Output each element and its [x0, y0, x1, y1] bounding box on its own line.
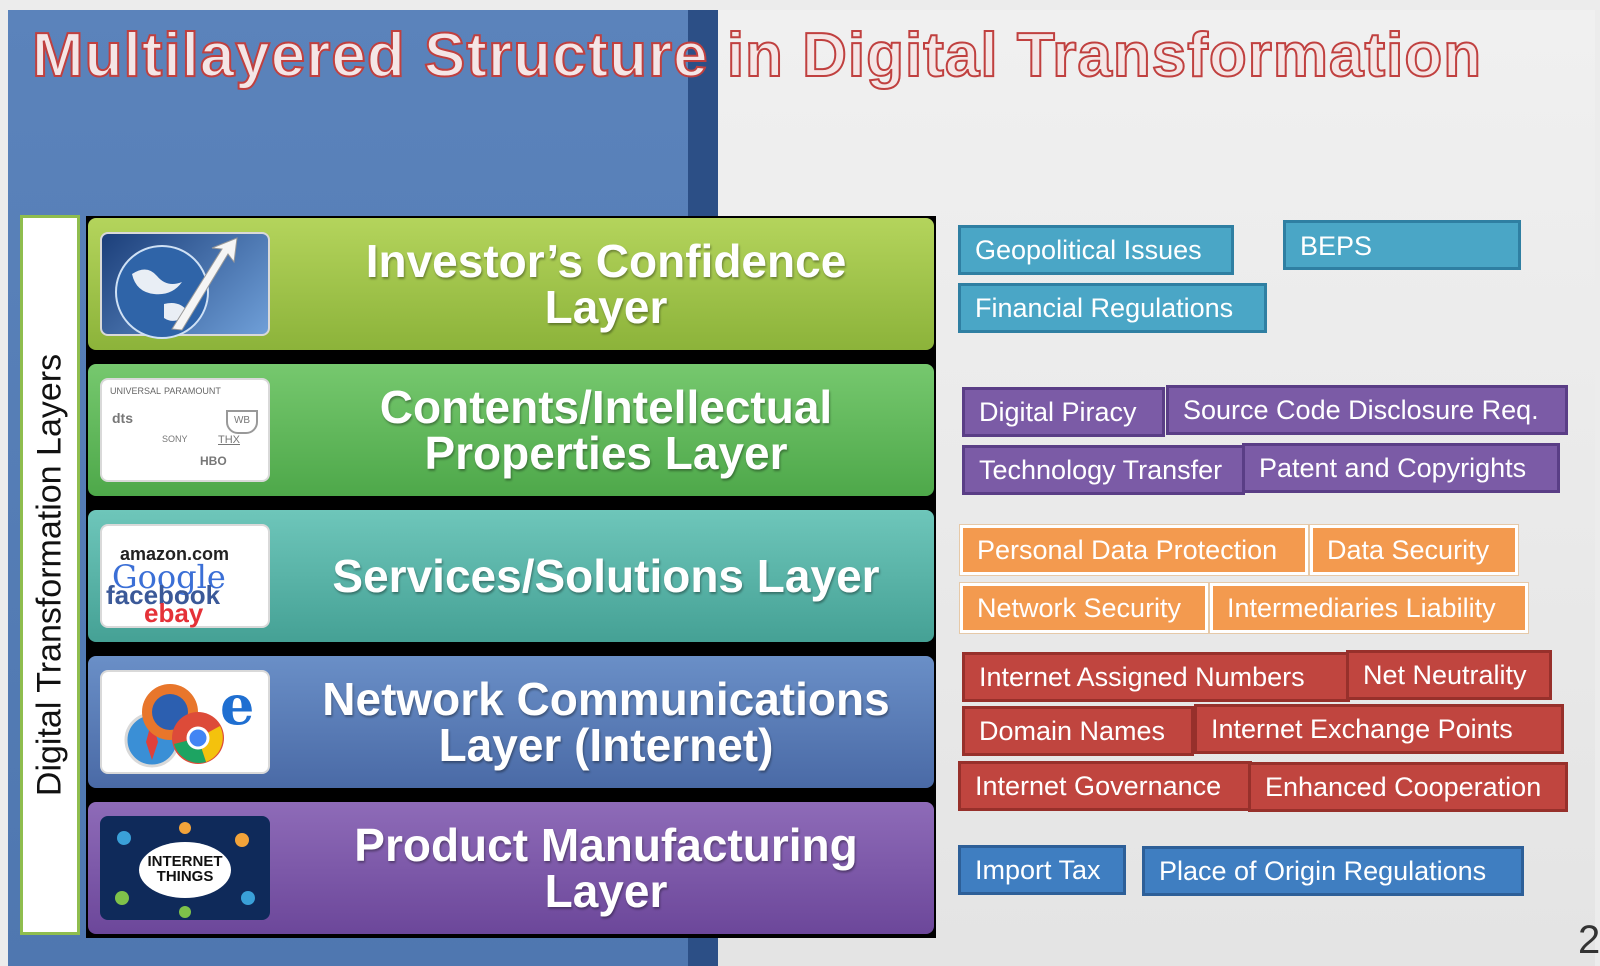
issue-tag: Digital Piracy [962, 387, 1165, 437]
layer-title: Services/Solutions Layer [332, 550, 880, 602]
issue-tag: Technology Transfer [962, 445, 1245, 495]
issue-tag: Intermediaries Liability [1210, 583, 1528, 633]
issue-tag: Place of Origin Regulations [1142, 846, 1524, 896]
issue-tag: Internet Exchange Points [1194, 704, 1564, 754]
issue-tag: Internet Governance [958, 761, 1252, 811]
issue-tag: Geopolitical Issues [958, 225, 1234, 275]
issue-tag: Personal Data Protection [960, 525, 1308, 575]
slide-title: Multilayered Structure in Digital Transf… [31, 20, 1483, 91]
browsers-icon: e [100, 670, 270, 774]
page-number: 2 [1578, 918, 1600, 962]
side-label: Digital Transformation Layers [30, 353, 69, 797]
issue-tag: Enhanced Cooperation [1248, 762, 1568, 812]
issue-tag: Data Security [1310, 525, 1518, 575]
globe-arrow-icon [100, 232, 270, 339]
issue-tag: Network Security [960, 583, 1208, 633]
issue-tag: Domain Names [962, 706, 1194, 756]
layer-services-solutions: amazon.com Google facebook ebay Services… [88, 510, 934, 642]
issue-tag: Net Neutrality [1346, 650, 1552, 700]
issue-tag: Source Code Disclosure Req. [1166, 385, 1568, 435]
issue-tag: Import Tax [958, 845, 1126, 895]
layer-contents-ip: UNIVERSAL PARAMOUNT dts SONY THX HBO WB … [88, 364, 934, 496]
issue-tag: Patent and Copyrights [1242, 443, 1560, 493]
issue-tag: Financial Regulations [958, 283, 1267, 333]
issue-tag: BEPS [1283, 220, 1521, 270]
issue-tag: Internet Assigned Numbers [962, 652, 1350, 702]
svg-text:e: e [220, 673, 254, 737]
side-label-box: Digital Transformation Layers [20, 215, 80, 935]
web-services-logos-icon: amazon.com Google facebook ebay [100, 524, 270, 628]
media-brands-icon: UNIVERSAL PARAMOUNT dts SONY THX HBO WB [100, 378, 270, 482]
